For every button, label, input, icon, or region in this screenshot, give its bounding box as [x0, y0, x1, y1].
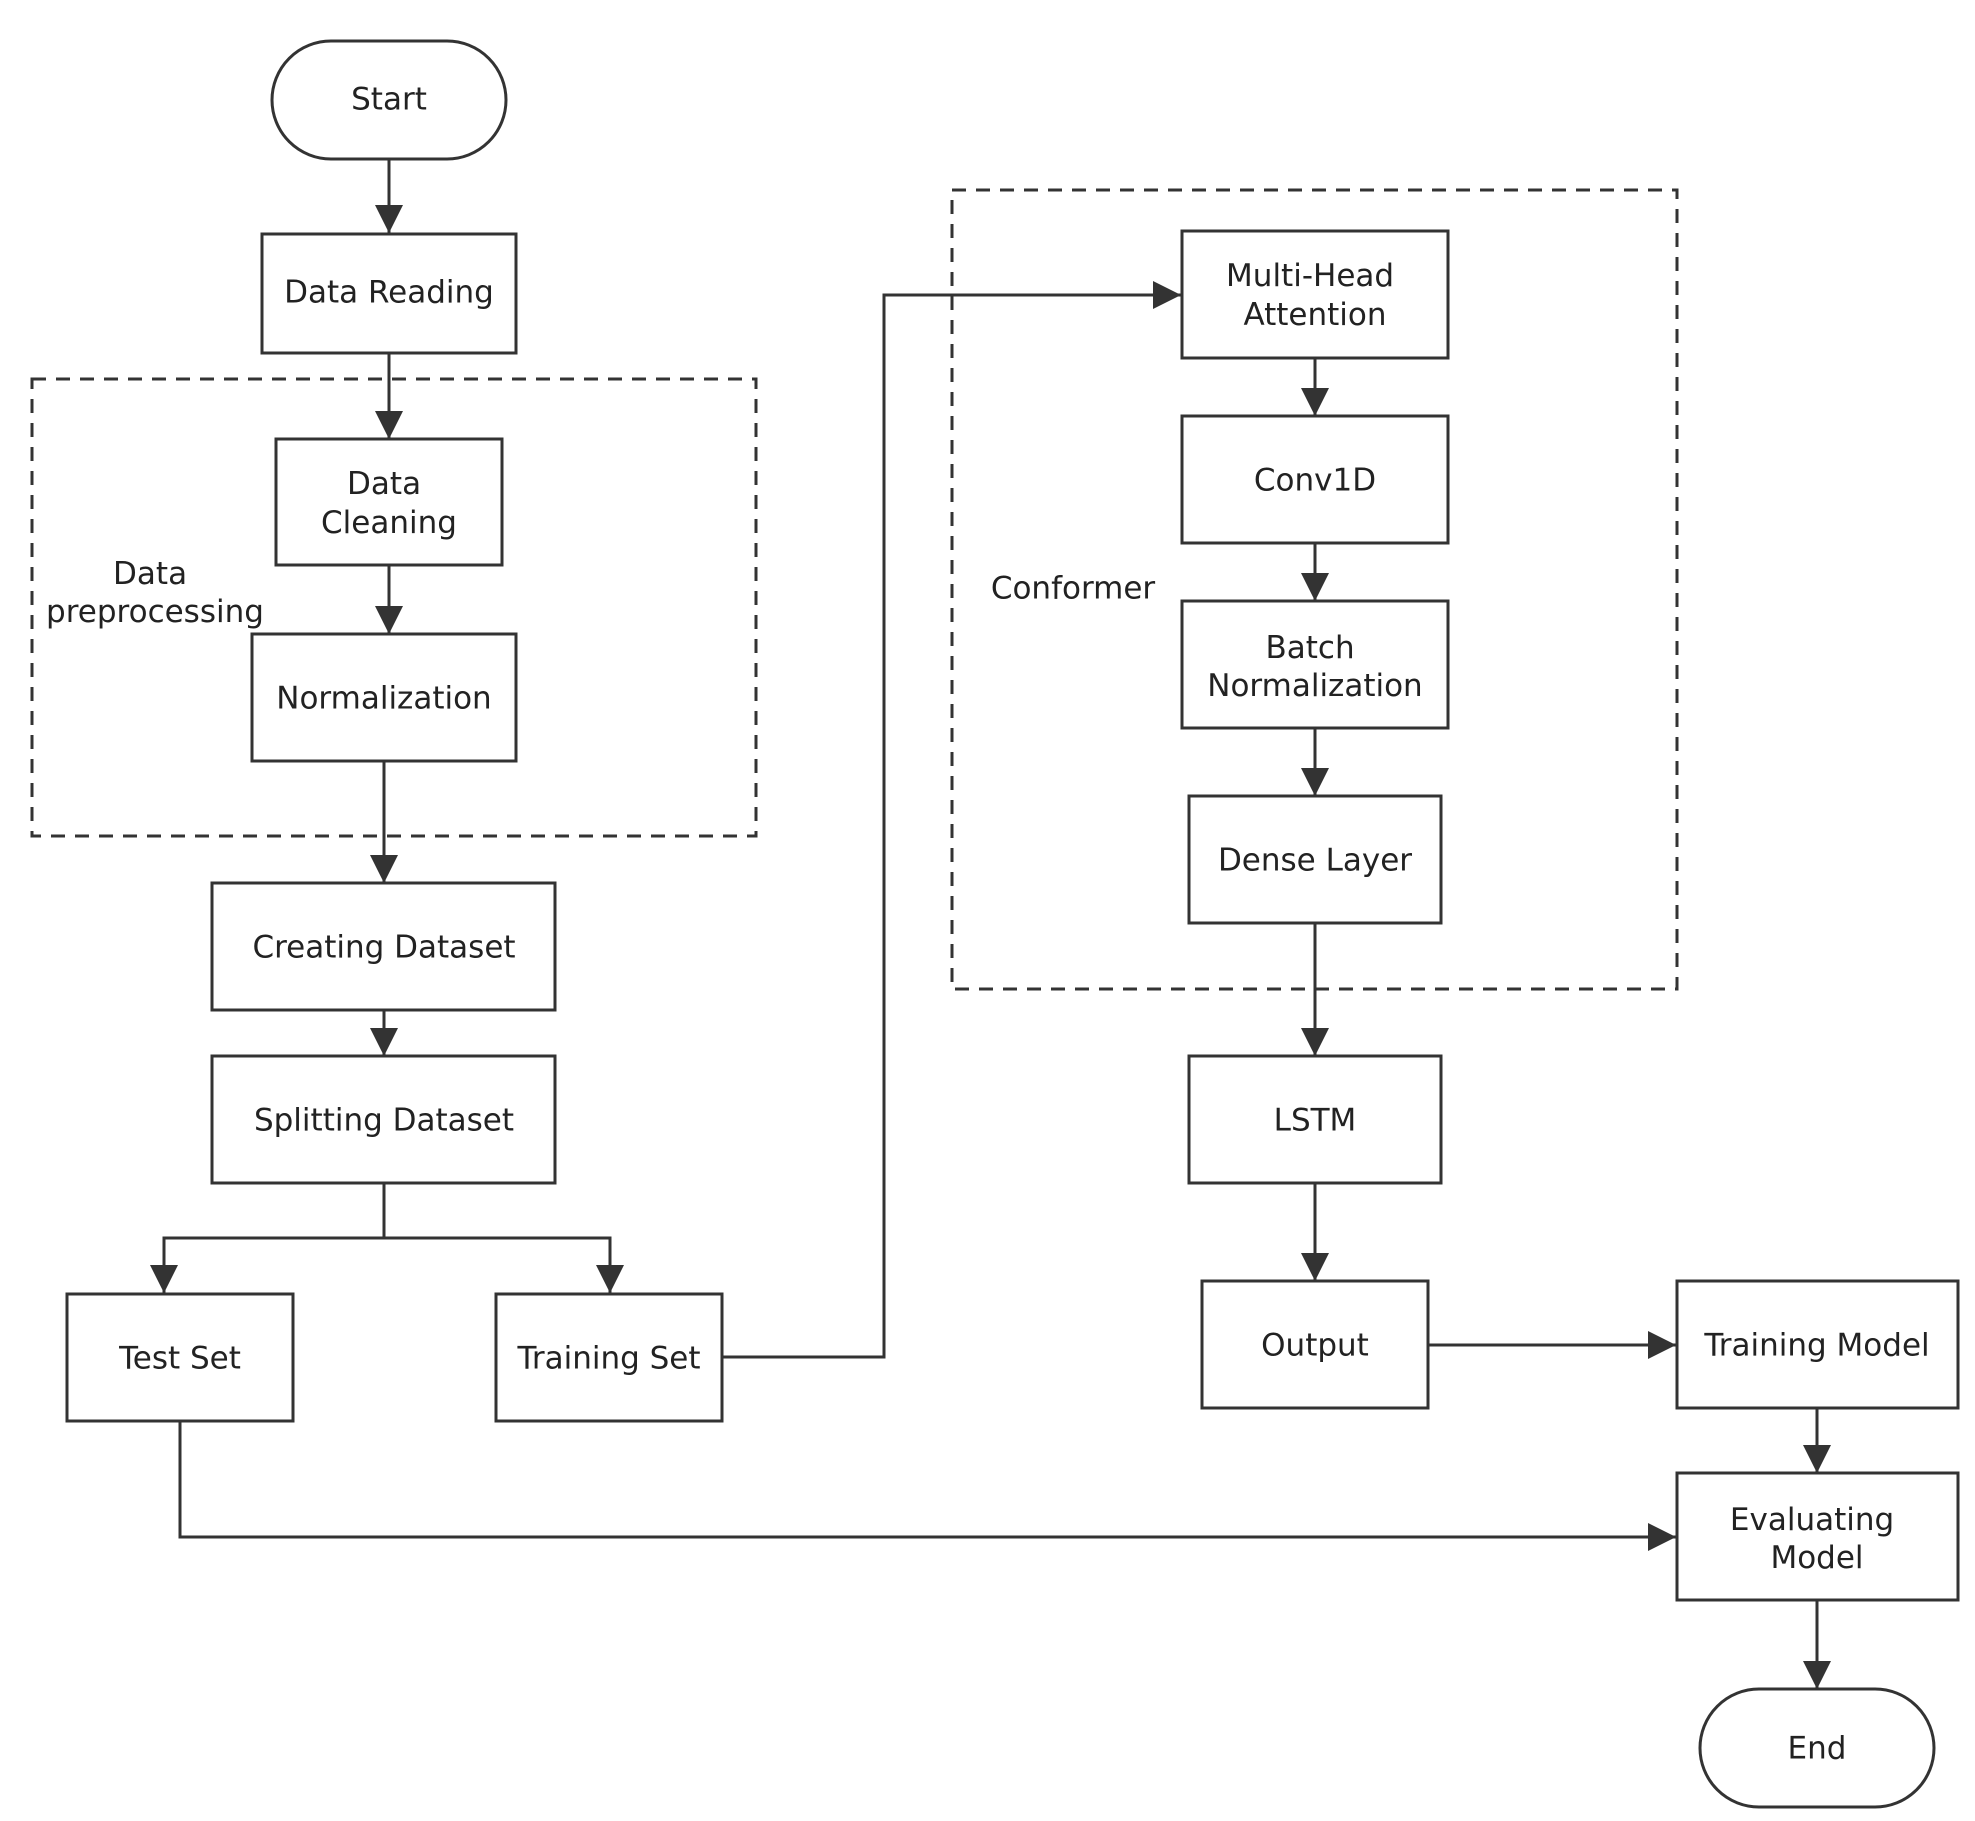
data-preprocessing-group: [30, 377, 758, 838]
edge-training-set-to-attention: [722, 281, 1181, 1359]
node-start: Start: [270, 39, 508, 161]
node-training-model: Training Model: [1675, 1279, 1960, 1410]
node-start-label: Start: [351, 82, 427, 118]
conformer-label: Conformer: [991, 571, 1156, 607]
node-lstm-label: LSTM: [1274, 1103, 1357, 1139]
node-lstm: LSTM: [1187, 1054, 1443, 1185]
node-data-reading-label: Data Reading: [284, 275, 494, 311]
node-conv1d: Conv1D: [1180, 414, 1450, 545]
edge-test-set-to-evaluating-model: [178, 1421, 1676, 1551]
node-data-reading: Data Reading: [260, 232, 518, 355]
node-test-set: Test Set: [65, 1292, 295, 1423]
node-training-set-label: Training Set: [516, 1341, 700, 1377]
node-end: End: [1698, 1687, 1936, 1809]
node-normalization: Normalization: [250, 632, 518, 763]
node-multi-head-attention-label: Multi-Head Attention: [1226, 258, 1404, 333]
node-evaluating-model-label: Evaluating Model: [1730, 1502, 1904, 1576]
node-batch-normalization-label: Batch Normalization: [1207, 630, 1422, 704]
edge-splitting-to-training-set: [384, 1236, 624, 1293]
node-normalization-label: Normalization: [276, 681, 491, 717]
conformer-group: [950, 188, 1679, 991]
node-dense-layer-label: Dense Layer: [1218, 843, 1412, 879]
node-splitting-dataset: Splitting Dataset: [210, 1054, 557, 1185]
node-creating-dataset: Creating Dataset: [210, 881, 557, 1012]
data-preprocessing-label: Data preprocessing: [46, 556, 264, 630]
node-splitting-dataset-label: Splitting Dataset: [254, 1103, 514, 1139]
node-training-model-label: Training Model: [1703, 1328, 1929, 1364]
node-conv1d-label: Conv1D: [1254, 463, 1376, 499]
node-multi-head-attention: Multi-Head Attention: [1180, 229, 1450, 360]
edge-splitting-to-test-set: [150, 1183, 386, 1293]
node-output-label: Output: [1261, 1328, 1369, 1364]
node-data-cleaning: Data Cleaning: [274, 437, 504, 567]
node-output: Output: [1200, 1279, 1430, 1410]
node-dense-layer: Dense Layer: [1187, 794, 1443, 925]
node-training-set: Training Set: [494, 1292, 724, 1423]
edges: [150, 160, 1831, 1689]
node-data-cleaning-label: Data Cleaning: [321, 466, 457, 541]
node-test-set-label: Test Set: [118, 1341, 241, 1377]
node-creating-dataset-label: Creating Dataset: [252, 930, 515, 966]
node-end-label: End: [1788, 1731, 1847, 1767]
node-batch-normalization: Batch Normalization: [1180, 599, 1450, 730]
node-evaluating-model: Evaluating Model: [1675, 1471, 1960, 1602]
